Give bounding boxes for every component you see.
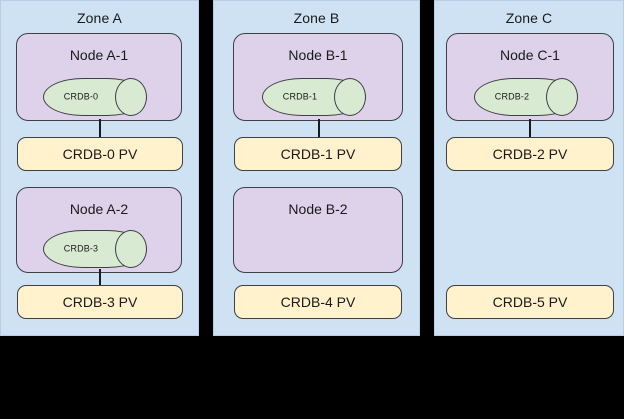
database-crdb-3[interactable]: CRDB-3 (43, 230, 147, 268)
pv-crdb-4-label: CRDB-4 PV (280, 294, 356, 310)
zone-a-container: Zone A Node A-1 CRDB-0 CRDB-0 PV Node A-… (0, 0, 199, 336)
cylinder-cap-icon (546, 78, 578, 116)
connector-node-c-1-to-crdb-2-pv (529, 119, 531, 138)
node-c-1[interactable]: Node C-1 CRDB-2 (446, 33, 614, 121)
pv-crdb-5-label: CRDB-5 PV (492, 294, 568, 310)
node-a-1[interactable]: Node A-1 CRDB-0 (16, 33, 182, 121)
connector-node-a-1-to-crdb-0-pv (99, 119, 101, 138)
database-crdb-0[interactable]: CRDB-0 (43, 78, 147, 116)
node-b-2-title: Node B-2 (288, 201, 348, 217)
pv-crdb-2-label: CRDB-2 PV (492, 146, 568, 162)
pv-crdb-1[interactable]: CRDB-1 PV (234, 137, 402, 171)
database-crdb-1[interactable]: CRDB-1 (262, 78, 366, 116)
node-a-2[interactable]: Node A-2 CRDB-3 (16, 187, 182, 273)
connector-node-b-1-to-crdb-1-pv (318, 119, 320, 138)
connector-node-a-2-to-crdb-3-pv (99, 269, 101, 287)
pv-crdb-4[interactable]: CRDB-4 PV (234, 285, 402, 319)
pv-crdb-3[interactable]: CRDB-3 PV (17, 285, 183, 319)
zone-a-title: Zone A (77, 10, 122, 26)
database-crdb-2[interactable]: CRDB-2 (474, 78, 578, 116)
node-b-2[interactable]: Node B-2 (233, 187, 403, 273)
pv-crdb-0-label: CRDB-0 PV (62, 146, 138, 162)
node-b-1[interactable]: Node B-1 CRDB-1 (233, 33, 403, 121)
cylinder-cap-icon (115, 78, 147, 116)
pv-crdb-1-label: CRDB-1 PV (280, 146, 356, 162)
pv-crdb-3-label: CRDB-3 PV (62, 294, 138, 310)
cylinder-cap-icon (334, 78, 366, 116)
pv-crdb-5[interactable]: CRDB-5 PV (446, 285, 614, 319)
cylinder-cap-icon (115, 230, 147, 268)
zone-c-container: Zone C Node C-1 CRDB-2 CRDB-2 PV CRDB-5 … (434, 0, 624, 336)
node-b-1-title: Node B-1 (288, 47, 348, 63)
node-a-2-title: Node A-2 (69, 201, 129, 217)
database-crdb-1-label: CRDB-1 (282, 91, 318, 102)
zone-c-title: Zone C (505, 10, 553, 26)
pv-crdb-0[interactable]: CRDB-0 PV (17, 137, 183, 171)
database-crdb-2-label: CRDB-2 (494, 91, 530, 102)
pv-crdb-2[interactable]: CRDB-2 PV (446, 137, 614, 171)
database-crdb-3-label: CRDB-3 (63, 243, 99, 254)
database-crdb-0-label: CRDB-0 (63, 91, 99, 102)
zone-b-container: Zone B Node B-1 CRDB-1 CRDB-1 PV Node B-… (213, 0, 420, 336)
node-c-1-title: Node C-1 (500, 47, 560, 63)
zone-b-title: Zone B (293, 10, 340, 26)
node-a-1-title: Node A-1 (69, 47, 129, 63)
